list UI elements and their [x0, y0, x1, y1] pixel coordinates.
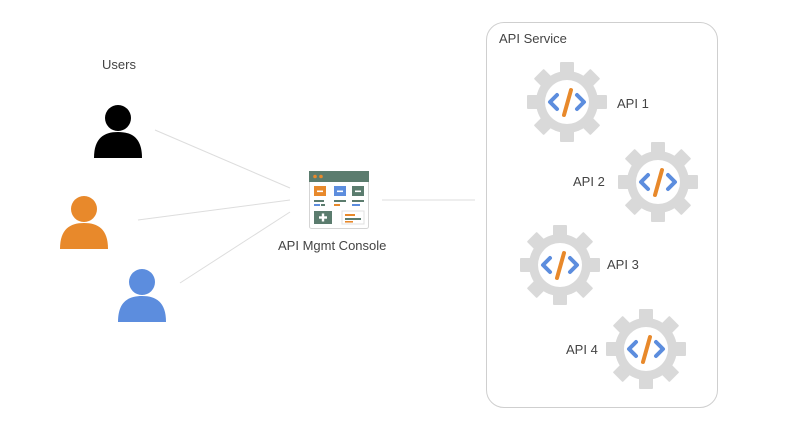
connector-user3-console: [179, 211, 291, 284]
console-label: API Mgmt Console: [278, 238, 387, 253]
users-label: Users: [102, 57, 136, 72]
api-gear-icon: [618, 142, 698, 222]
api-label: API 4: [566, 342, 598, 357]
api-gear-icon: [527, 62, 607, 142]
api-service-title: API Service: [499, 31, 567, 46]
api-gear-icon: [520, 225, 600, 305]
api-label: API 3: [607, 257, 639, 272]
dashboard-icon: [309, 171, 369, 229]
api-label: API 1: [617, 96, 649, 111]
connector-user1-console: [154, 129, 291, 189]
user-icon: [94, 105, 142, 158]
api-gear-icon: [606, 309, 686, 389]
user-icon: [118, 269, 166, 322]
connector-user2-console: [137, 199, 291, 221]
api-label: API 2: [573, 174, 605, 189]
user-icon: [60, 196, 108, 249]
